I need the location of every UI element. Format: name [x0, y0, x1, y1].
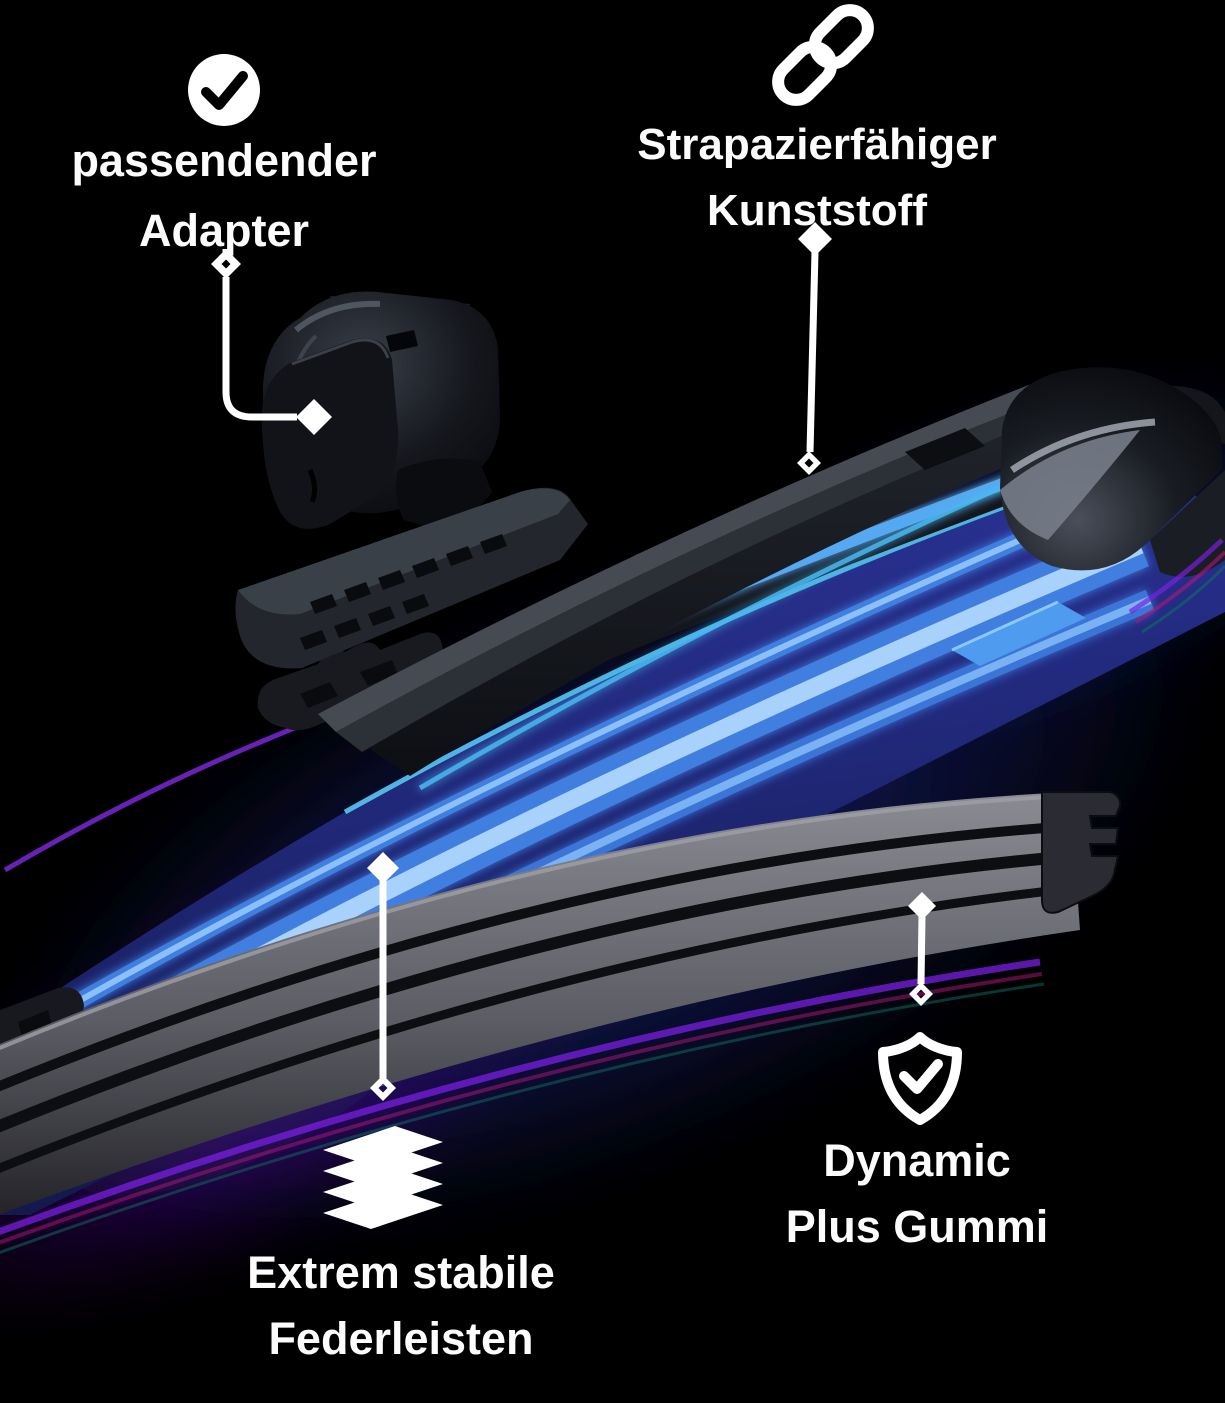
layers-icon	[323, 1126, 443, 1229]
callout-line-kunststoff	[797, 222, 832, 475]
shield-check-icon	[878, 1032, 962, 1125]
callout-label-line: Plus Gummi	[785, 1201, 1049, 1252]
callout-label-line: Adapter	[138, 205, 310, 256]
callout-label-kunststoff: Strapazierfähiger Kunststoff	[637, 112, 996, 244]
callout-label-line: Strapazierfähiger	[637, 120, 997, 169]
callout-label-line: Kunststoff	[707, 186, 927, 235]
callout-label-federleisten: Extrem stabile Federleisten	[247, 1240, 555, 1372]
callout-label-line: Dynamic	[823, 1135, 1011, 1186]
spoiler-strip	[318, 372, 1100, 791]
check-circle-icon	[188, 54, 260, 126]
callout-label-line: Federleisten	[268, 1313, 534, 1364]
end-cap	[1000, 367, 1225, 634]
callout-label-line: Extrem stabile	[247, 1247, 555, 1298]
callout-label-adapter: passendender Adapter	[71, 126, 376, 266]
callout-label-line: passendender	[71, 135, 377, 186]
callout-line-federleisten	[367, 852, 399, 1101]
rubber-strip	[0, 790, 1122, 1254]
chain-link-icon	[772, 4, 874, 106]
adapter-part	[235, 291, 588, 669]
callout-line-adapter	[211, 249, 332, 435]
callout-line-gummi	[908, 892, 936, 1006]
callout-label-gummi: Dynamic Plus Gummi	[786, 1128, 1049, 1260]
